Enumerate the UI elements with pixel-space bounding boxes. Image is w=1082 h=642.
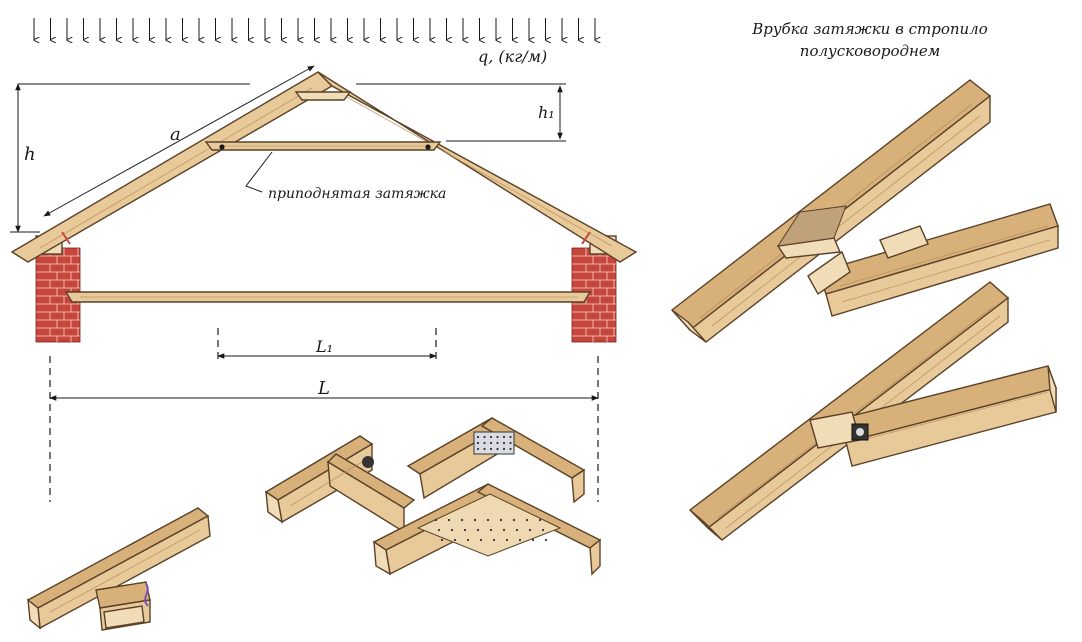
raised-tie-leader xyxy=(245,151,273,193)
ridge-collar xyxy=(294,91,352,101)
nail-plate xyxy=(473,431,515,455)
gusset-plate xyxy=(416,493,562,557)
a-label: a xyxy=(170,124,181,145)
dimension-L xyxy=(49,356,599,502)
joint-title-line1: Врубка затяжки в стропило xyxy=(751,20,988,38)
ridge-nail-plate-connection xyxy=(406,417,586,504)
rafter-wall-plate-connection xyxy=(26,507,211,631)
distributed-load-arrows xyxy=(34,18,595,40)
h1-label: h₁ xyxy=(538,103,555,122)
ridge-bolted-connection xyxy=(264,435,416,534)
dimension-h xyxy=(10,83,250,233)
right-rafter-anchor xyxy=(581,231,591,245)
raised-tie-label: приподнятая затяжка xyxy=(268,186,446,202)
joint-title-line2: полусковороднем xyxy=(800,42,940,60)
ridge-gusset-connection xyxy=(372,483,602,576)
right-tie-bolt xyxy=(425,144,431,150)
L1-label: L₁ xyxy=(315,337,333,356)
h-label: h xyxy=(24,144,36,165)
tie-tenon xyxy=(807,250,851,296)
half-dovetail-joint-exploded xyxy=(670,79,1059,343)
dimension-L1 xyxy=(217,328,437,364)
left-tie-bolt xyxy=(219,144,225,150)
L-label: L xyxy=(317,378,330,399)
dimension-a xyxy=(43,65,315,217)
left-rafter xyxy=(10,71,334,263)
left-rafter-anchor xyxy=(61,231,71,245)
load-label: q, (кг/м) xyxy=(478,47,547,66)
metal-strap xyxy=(144,583,149,607)
half-dovetail-joint-assembled xyxy=(688,281,1057,541)
dimension-h1 xyxy=(356,83,566,142)
ridge-bolt xyxy=(362,456,374,468)
